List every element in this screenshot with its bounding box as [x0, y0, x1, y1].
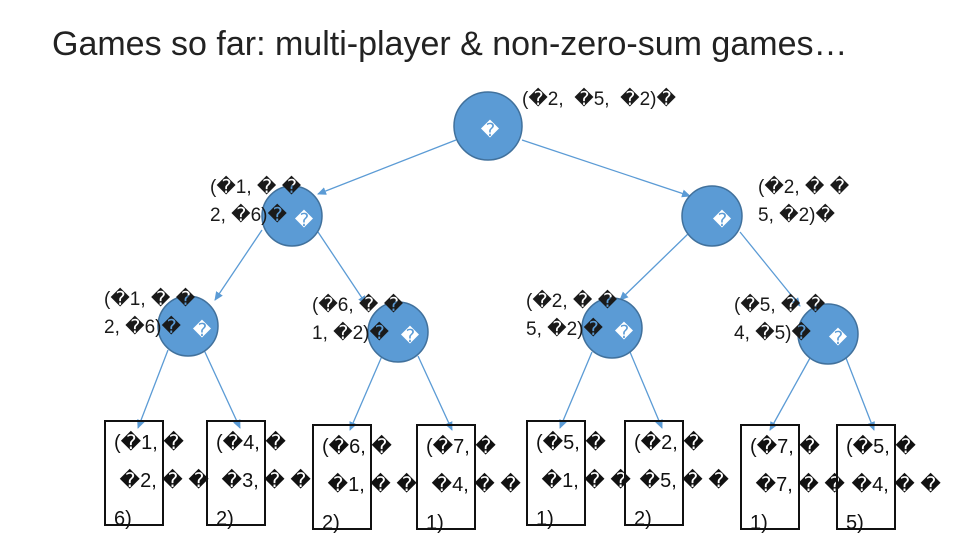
node-lr-value-label: (�6, � � 1, �2)� [312, 295, 404, 344]
node-rr-value-label: (�5, � � 4, �5)� [734, 295, 826, 344]
leaf-box-1: (�1, � �2, � � 6) [104, 420, 209, 530]
edge-lr-leaf4 [417, 355, 453, 431]
leaf-line: �4, � � [426, 474, 521, 496]
node-ll [157, 295, 219, 357]
leaf-line: (�5, � [536, 432, 606, 454]
root-value-label: (�2, �5, �2)� [522, 89, 676, 110]
node-rl [581, 297, 643, 359]
leaf-box-6: (�2, � �5, � � 2) [624, 420, 729, 530]
node-right-glyph: � [713, 209, 732, 230]
edge-l-ll [214, 229, 263, 301]
leaf-line: �5, � � [634, 470, 729, 492]
edge-rl-leaf5 [559, 351, 593, 429]
edge-rr-leaf7 [769, 357, 811, 431]
leaf-line: (�4, � [216, 432, 286, 454]
edge-ll-leaf2 [203, 349, 241, 429]
leaf-line: (�7, � [750, 436, 820, 458]
node-right-value-label: (�2, � � 5, �2)� [758, 177, 850, 226]
leaf-line: �4, � � [846, 474, 941, 496]
edge-r-rr [739, 231, 801, 307]
leaf-line: 1) [536, 508, 554, 530]
leaf-box-8: (�5, � �4, � � 5) [836, 424, 941, 534]
root-node-glyph: � [481, 119, 500, 140]
node-right [681, 185, 743, 247]
leaf-line: �2, � � [114, 470, 209, 492]
leaf-line: �1, � � [322, 474, 417, 496]
edge-lr-leaf3 [349, 355, 383, 431]
leaf-box-2: (�4, � �3, � � 2) [206, 420, 311, 530]
node-left-glyph: � [295, 209, 314, 230]
leaf-line: (�6, � [322, 436, 392, 458]
node-ll-glyph: � [193, 319, 212, 340]
leaf-line: (�1, � [114, 432, 184, 454]
node-left-value-label: (�1, � � 2, �6)� [210, 177, 302, 226]
tree-edges [137, 139, 875, 431]
tree-nodes [157, 91, 859, 365]
leaf-box-7: (�7, � �7, � � 1) [740, 424, 845, 534]
slide-title: Games so far: multi-player & non-zero-su… [52, 25, 848, 63]
edge-r-rl [619, 231, 691, 301]
node-ll-value-label: (�1, � � 2, �6)� [104, 289, 196, 338]
leaf-line: �7, � � [750, 474, 845, 496]
root-node [453, 91, 523, 161]
node-rl-value-label: (�2, � � 5, �2)� [526, 291, 618, 340]
leaf-line: (�2, � [634, 432, 704, 454]
edge-l-lr [317, 231, 367, 305]
edge-rr-leaf8 [845, 357, 875, 431]
leaf-line: 5) [846, 512, 864, 534]
leaf-box-3: (�6, � �1, � � 2) [312, 424, 417, 534]
edge-root-right [521, 139, 691, 198]
leaf-line: 1) [426, 512, 444, 534]
leaf-line: 2) [216, 508, 234, 530]
leaf-line: �3, � � [216, 470, 311, 492]
leaf-box-5: (�5, � �1, � � 1) [526, 420, 631, 530]
leaf-line: (�7, � [426, 436, 496, 458]
edge-root-left [317, 139, 457, 195]
node-lr [367, 301, 429, 363]
node-rl-glyph: � [615, 321, 634, 342]
leaf-line: 2) [322, 512, 340, 534]
node-left [261, 185, 323, 247]
leaf-line: 6) [114, 508, 132, 530]
leaf-line: 2) [634, 508, 652, 530]
leaf-box-4: (�7, � �4, � � 1) [416, 424, 521, 534]
leaf-line: �1, � � [536, 470, 631, 492]
edge-rl-leaf6 [629, 351, 663, 429]
node-rr-glyph: � [829, 327, 848, 348]
edge-ll-leaf1 [137, 349, 169, 429]
node-glyphs: � � � � � � � [193, 119, 848, 348]
node-rr [797, 303, 859, 365]
node-lr-glyph: � [401, 325, 420, 346]
leaf-line: (�5, � [846, 436, 916, 458]
leaf-line: 1) [750, 512, 768, 534]
